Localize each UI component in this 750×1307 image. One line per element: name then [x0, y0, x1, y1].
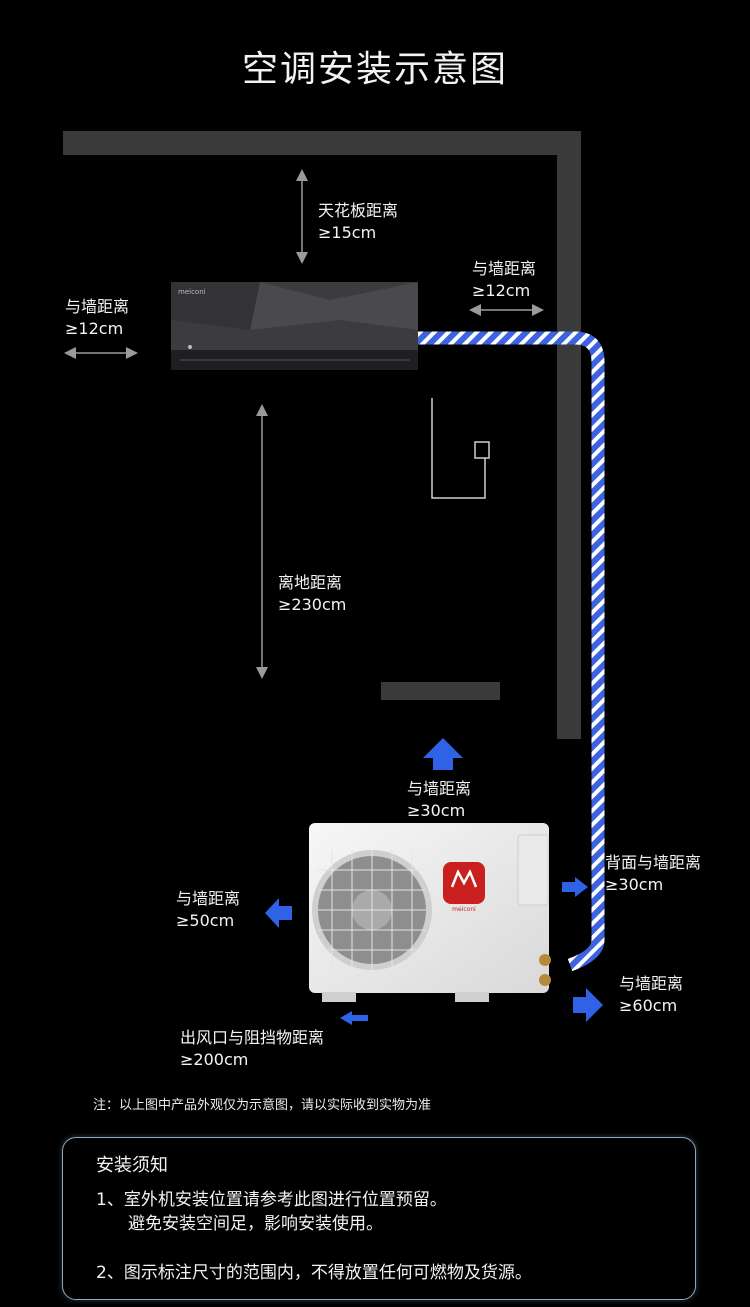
outdoor-top-label: 与墙距离≥30cm	[407, 779, 472, 820]
notice-line-1b: 避免安装空间足，影响安装使用。	[128, 1214, 383, 1234]
outdoor-back-arrow	[562, 877, 588, 897]
refrigerant-pipe	[418, 331, 605, 972]
outdoor-right-arrow	[573, 988, 603, 1022]
brand-logo-icon	[450, 869, 478, 888]
ceiling-wall	[63, 131, 581, 155]
outdoor-right-label: 与墙距离≥60cm	[619, 974, 684, 1015]
ceiling-label: 天花板距离≥15cm	[318, 201, 399, 242]
socket	[474, 441, 490, 459]
indoor-unit	[171, 282, 418, 370]
outdoor-top-arrow	[423, 738, 463, 770]
outdoor-back-label: 背面与墙距离≥30cm	[605, 853, 702, 894]
outdoor-brand-logo: meiconi	[452, 906, 476, 913]
floor-slab	[381, 682, 500, 700]
indoor-right-label: 与墙距离≥12cm	[472, 259, 537, 300]
outdoor-left-arrow	[265, 898, 292, 928]
right-wall	[557, 131, 581, 739]
floor-label: 离地距离≥230cm	[278, 573, 347, 614]
notice-box	[62, 1137, 696, 1300]
indoor-brand-logo: meiconi	[178, 288, 206, 296]
notice-title: 安装须知	[96, 1155, 168, 1176]
page-title: 空调安装示意图	[241, 49, 508, 90]
outdoor-left-label: 与墙距离≥50cm	[176, 889, 241, 930]
outdoor-unit	[309, 823, 551, 1002]
outlet-label: 出风口与阻挡物距离≥200cm	[180, 1028, 325, 1069]
notice-line-2: 2、图示标注尺寸的范围内，不得放置任何可燃物及货源。	[96, 1263, 532, 1283]
disclaimer-note: 注：以上图中产品外观仅为示意图，请以实际收到实物为准	[93, 1098, 432, 1113]
socket-line	[431, 398, 486, 499]
indoor-left-label: 与墙距离≥12cm	[65, 297, 130, 338]
outlet-arrow	[340, 1011, 368, 1025]
notice-line-1: 1、室外机安装位置请参考此图进行位置预留。	[96, 1190, 447, 1210]
